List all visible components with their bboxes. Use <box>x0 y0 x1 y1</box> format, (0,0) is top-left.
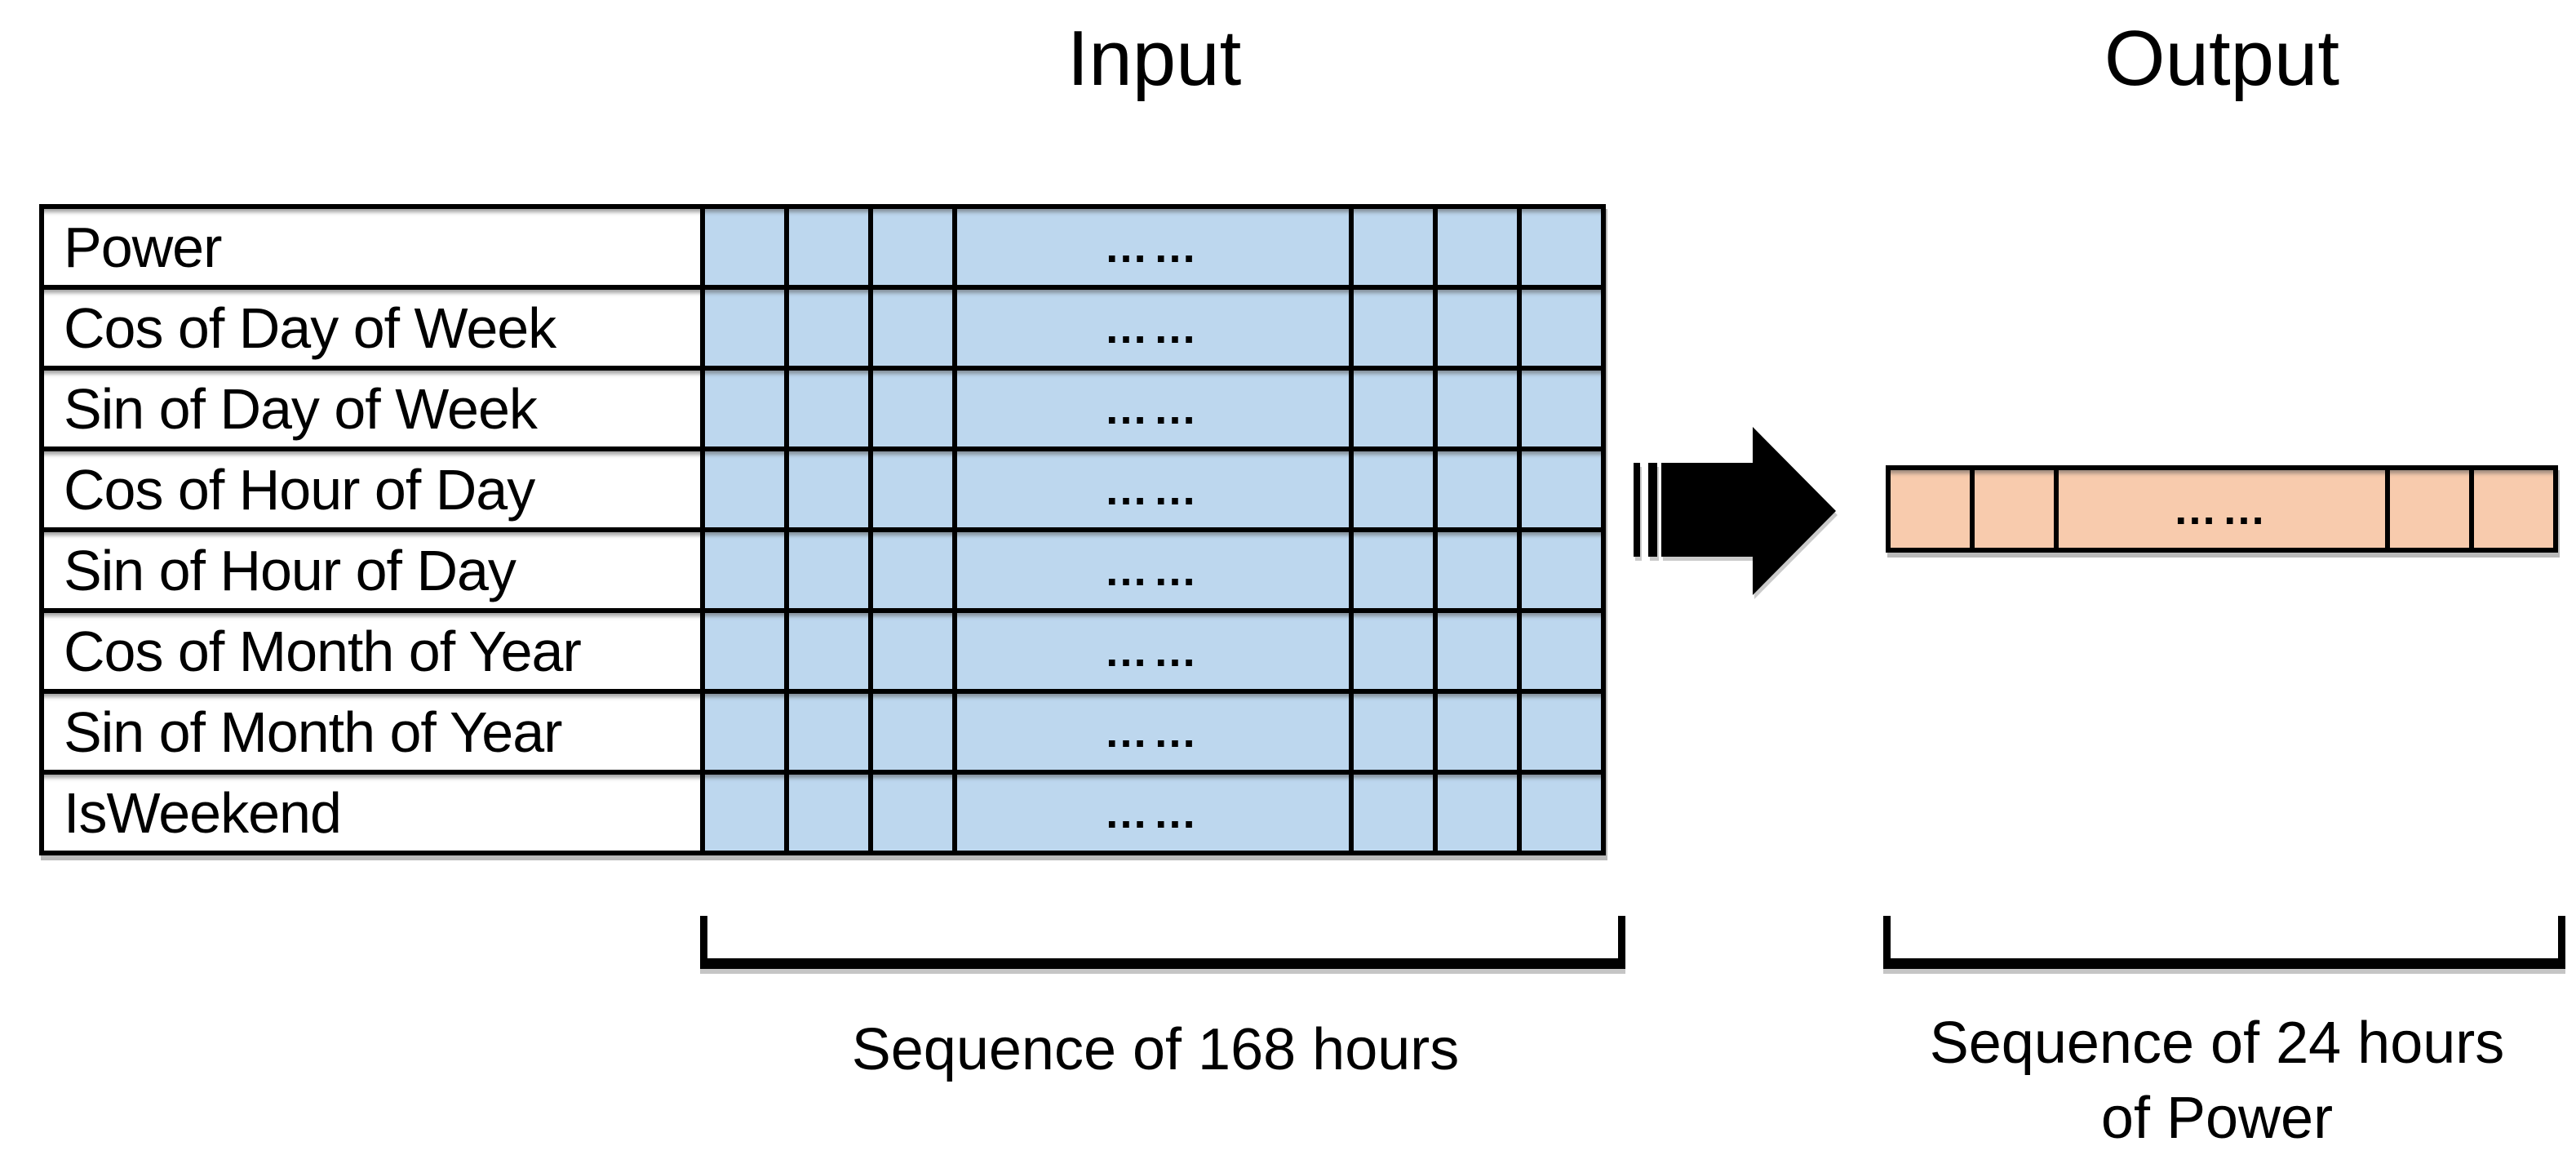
input-cell <box>705 451 784 527</box>
output-cell <box>2390 470 2469 548</box>
input-cell <box>705 532 784 608</box>
row-label: Cos of Month of Year <box>44 613 700 689</box>
output-cell-ellipsis: …… <box>2059 470 2385 548</box>
input-cell <box>1354 209 1433 285</box>
row-label: Cos of Hour of Day <box>44 451 700 527</box>
input-cell <box>1522 532 1601 608</box>
input-cell <box>1522 451 1601 527</box>
input-cell <box>873 451 952 527</box>
input-cell <box>1438 694 1517 770</box>
input-cell-ellipsis: …… <box>957 371 1349 446</box>
row-label: Sin of Month of Year <box>44 694 700 770</box>
input-cell <box>705 775 784 851</box>
input-cell <box>873 775 952 851</box>
input-cell <box>873 371 952 446</box>
input-cell <box>873 209 952 285</box>
input-cell <box>789 371 868 446</box>
input-cell <box>873 694 952 770</box>
output-range-bracket <box>1883 916 2565 969</box>
input-cell <box>1354 694 1433 770</box>
input-cell <box>1438 532 1517 608</box>
input-cell <box>789 613 868 689</box>
row-label: Power <box>44 209 700 285</box>
input-cell <box>1354 532 1433 608</box>
input-cell-ellipsis: …… <box>957 694 1349 770</box>
input-cell <box>1354 775 1433 851</box>
input-cell <box>1522 209 1601 285</box>
input-cell <box>789 209 868 285</box>
output-cell <box>2474 470 2553 548</box>
input-cell <box>873 290 952 366</box>
output-cell <box>1975 470 2054 548</box>
input-cell <box>873 613 952 689</box>
input-cell <box>1438 209 1517 285</box>
input-cell-ellipsis: …… <box>957 451 1349 527</box>
input-cell <box>1522 775 1601 851</box>
input-cell <box>1438 290 1517 366</box>
input-cell <box>1354 613 1433 689</box>
input-cell <box>1438 613 1517 689</box>
input-cell-ellipsis: …… <box>957 290 1349 366</box>
input-cell <box>1522 371 1601 446</box>
output-bracket-label-line2: of Power <box>2100 1086 2334 1151</box>
input-cell <box>1354 371 1433 446</box>
input-cell <box>789 532 868 608</box>
row-label: Sin of Hour of Day <box>44 532 700 608</box>
output-bracket-label: Sequence of 24 hours of Power <box>1802 1006 2576 1156</box>
input-cell <box>789 290 868 366</box>
row-label: Sin of Day of Week <box>44 371 700 446</box>
input-range-bracket <box>700 916 1625 969</box>
input-cell-ellipsis: …… <box>957 209 1349 285</box>
input-cell <box>1354 451 1433 527</box>
output-sequence-bar: …… <box>1886 465 2558 553</box>
input-cell <box>705 694 784 770</box>
input-bracket-label: Sequence of 168 hours <box>851 1017 1460 1082</box>
input-cell-ellipsis: …… <box>957 613 1349 689</box>
input-cell <box>789 451 868 527</box>
output-cell <box>1891 470 1970 548</box>
input-cell <box>789 694 868 770</box>
input-cell <box>705 371 784 446</box>
row-label: IsWeekend <box>44 775 700 851</box>
input-cell <box>1522 613 1601 689</box>
input-cell <box>1522 694 1601 770</box>
output-bracket-label-line1: Sequence of 24 hours <box>1929 1011 2505 1076</box>
input-cell <box>1438 775 1517 851</box>
output-title: Output <box>2104 15 2340 102</box>
input-cell <box>1438 371 1517 446</box>
input-cell <box>705 290 784 366</box>
input-cell <box>789 775 868 851</box>
input-cell <box>705 613 784 689</box>
input-feature-table: Power …… Cos of Day of Week …… Sin of Da… <box>39 204 1606 855</box>
input-cell <box>705 209 784 285</box>
input-cell <box>1354 290 1433 366</box>
input-title: Input <box>1066 15 1242 102</box>
transform-arrow-icon <box>1632 427 1836 595</box>
input-cell <box>1522 290 1601 366</box>
input-cell <box>1438 451 1517 527</box>
input-cell-ellipsis: …… <box>957 775 1349 851</box>
row-label: Cos of Day of Week <box>44 290 700 366</box>
input-cell <box>873 532 952 608</box>
input-cell-ellipsis: …… <box>957 532 1349 608</box>
